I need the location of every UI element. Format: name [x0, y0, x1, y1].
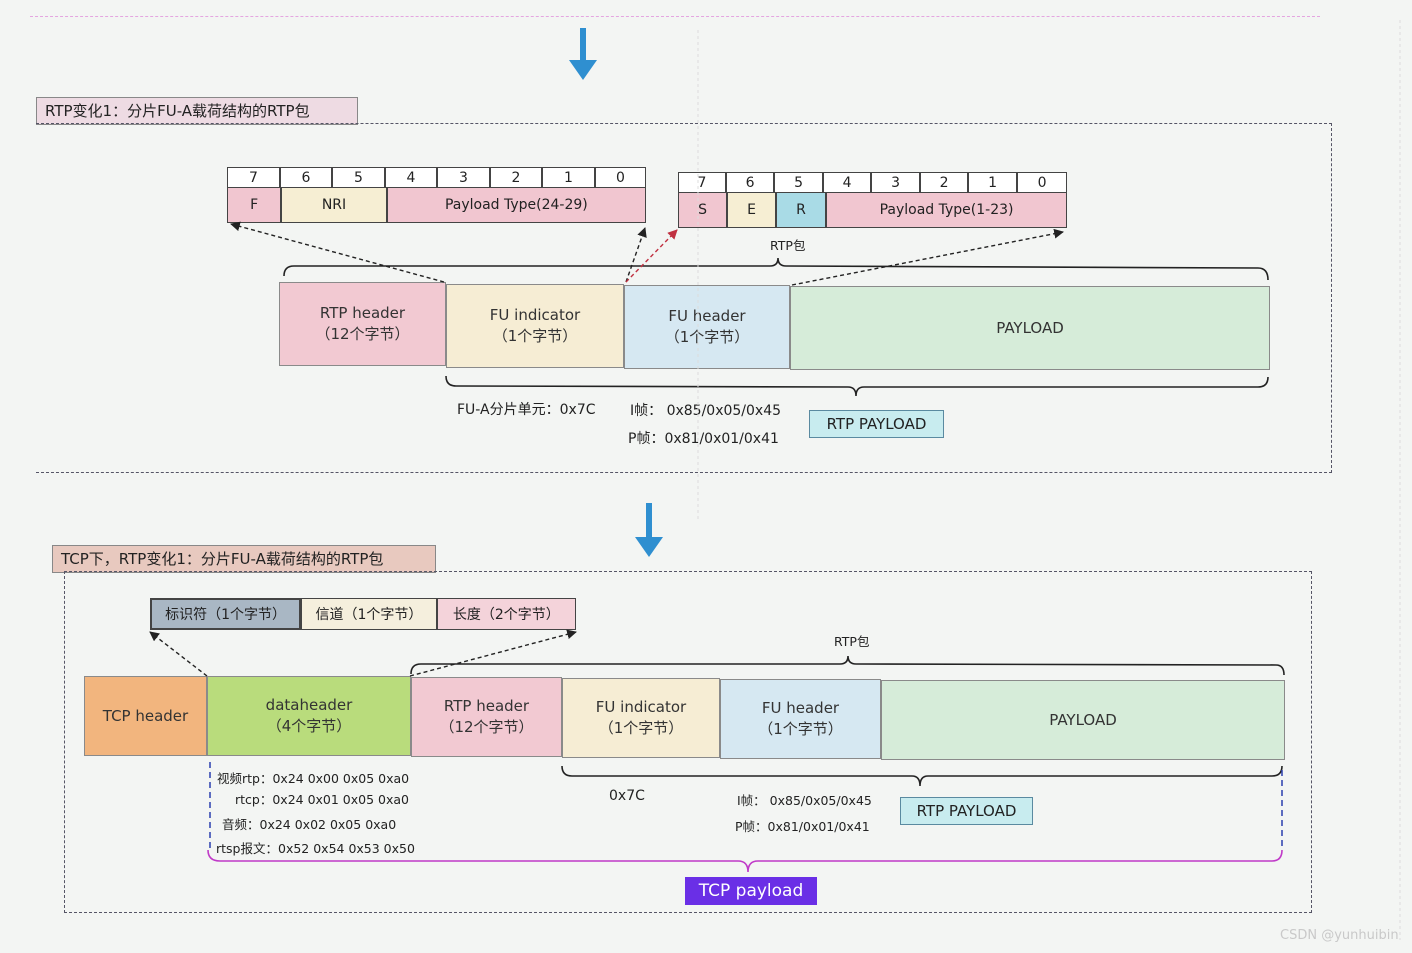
bit-number-1: 1: [541, 167, 595, 189]
section2-title: TCP下，RTP变化1：分片FU-A载荷结构的RTP包: [52, 545, 436, 573]
bit-number-7: 7: [678, 172, 727, 194]
fu-indicator-value: 0x7C: [609, 788, 645, 804]
watermark: CSDN @yunhuibin: [1280, 928, 1399, 943]
dataheader-fields: 标识符（1个字节） 信道（1个字节） 长度（2个字节）: [150, 598, 577, 630]
rtp-header-block: RTP header（12个字节）: [411, 677, 562, 757]
bit-number-1: 1: [968, 172, 1018, 194]
section2-frame: [64, 571, 1312, 913]
bit-number-5: 5: [774, 172, 824, 194]
field-f: F: [227, 187, 282, 223]
note-audio: 音频：0x24 0x02 0x05 0xa0: [222, 817, 397, 832]
field-s: S: [678, 192, 728, 228]
bit-number-6: 6: [279, 167, 332, 189]
bit-number-3: 3: [436, 167, 490, 189]
i-frame-label: I帧： 0x85/0x05/0x45: [737, 793, 872, 808]
field-e: E: [727, 192, 777, 228]
bit-number-5: 5: [331, 167, 385, 189]
field-payload-type-24-29: Payload Type(24-29): [386, 187, 646, 223]
down-arrow-icon: [569, 28, 597, 80]
p-frame-label: P帧：0x81/0x01/0x41: [628, 431, 779, 447]
payload-block: PAYLOAD: [881, 680, 1285, 760]
rtp-packet-label: RTP包: [770, 238, 806, 253]
section1-title: RTP变化1：分片FU-A载荷结构的RTP包: [36, 97, 358, 125]
rtp-packet-label: RTP包: [834, 634, 870, 649]
rtp-header-block: RTP header（12个字节）: [279, 282, 446, 366]
top-divider: [30, 16, 1320, 17]
note-rtsp: rtsp报文：0x52 0x54 0x53 0x50: [216, 841, 415, 856]
down-arrow-icon: [635, 503, 663, 557]
bit-number-2: 2: [489, 167, 542, 189]
tcp-payload-badge: TCP payload: [685, 877, 817, 905]
fu-header-block: FU header（1个字节）: [624, 285, 790, 369]
payload-block: PAYLOAD: [790, 286, 1270, 370]
field-payload-type-1-23: Payload Type(1-23): [826, 192, 1068, 228]
bit-number-7: 7: [227, 167, 280, 189]
rtp-payload-badge: RTP PAYLOAD: [809, 410, 944, 438]
field-channel: 信道（1个字节）: [301, 598, 437, 630]
fu-indicator-block: FU indicator（1个字节）: [562, 678, 720, 758]
bit-number-6: 6: [726, 172, 775, 194]
i-frame-label: I帧： 0x85/0x05/0x45: [630, 403, 782, 419]
note-rtcp: rtcp：0x24 0x01 0x05 0xa0: [235, 792, 409, 807]
section1-frame: [36, 123, 1332, 473]
fu-a-unit-label: FU-A分片单元：0x7C: [457, 402, 596, 418]
tcp-header-block: TCP header: [84, 676, 207, 756]
p-frame-label: P帧：0x81/0x01/0x41: [735, 819, 870, 834]
fu-indicator-block: FU indicator（1个字节）: [446, 284, 624, 368]
note-video-rtp: 视频rtp：0x24 0x00 0x05 0xa0: [217, 771, 410, 786]
field-identifier: 标识符（1个字节）: [150, 598, 302, 630]
field-r: R: [776, 192, 827, 228]
dataheader-block: dataheader（4个字节）: [207, 676, 411, 756]
bit-number-4: 4: [384, 167, 437, 189]
rtp-payload-badge: RTP PAYLOAD: [900, 797, 1033, 825]
bit-number-2: 2: [920, 172, 969, 194]
bit-number-0: 0: [594, 167, 646, 189]
field-nri: NRI: [281, 187, 387, 223]
bit-number-3: 3: [871, 172, 921, 194]
fu-header-block: FU header（1个字节）: [720, 679, 881, 759]
bit-number-0: 0: [1017, 172, 1068, 194]
field-length: 长度（2个字节）: [436, 598, 577, 630]
bit-number-4: 4: [823, 172, 872, 194]
